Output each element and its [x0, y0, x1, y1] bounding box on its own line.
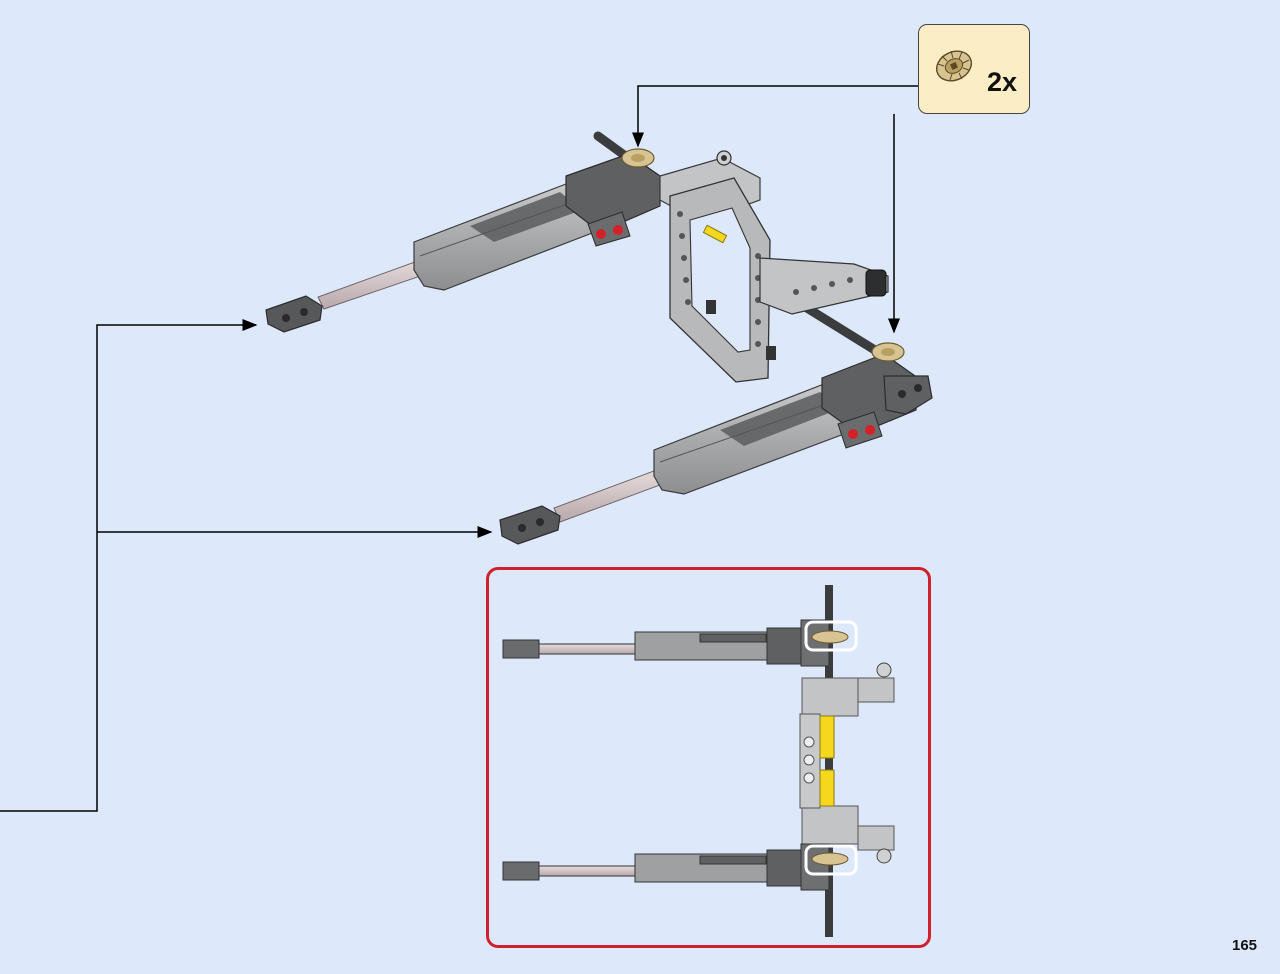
main-assembly — [265, 131, 933, 545]
friction-ring-part-icon — [935, 50, 973, 82]
callout-arrows — [632, 85, 918, 334]
pneumatic-cylinder-upper — [265, 148, 661, 333]
part-quantity: 2x — [987, 67, 1018, 97]
top-view-inset — [502, 585, 895, 937]
parts-callout: 2x — [918, 24, 1030, 114]
page-number: 165 — [1232, 937, 1258, 954]
inset-axle — [825, 585, 833, 937]
pneumatic-cylinder-lower — [499, 342, 933, 545]
top-view-inset-frame — [486, 567, 931, 948]
technic-frame — [659, 150, 889, 383]
inset-cylinder-top — [502, 619, 858, 667]
inset-cylinder-bottom — [502, 843, 858, 891]
subassembly-connector-lines — [0, 319, 493, 812]
inset-frame — [799, 662, 895, 864]
